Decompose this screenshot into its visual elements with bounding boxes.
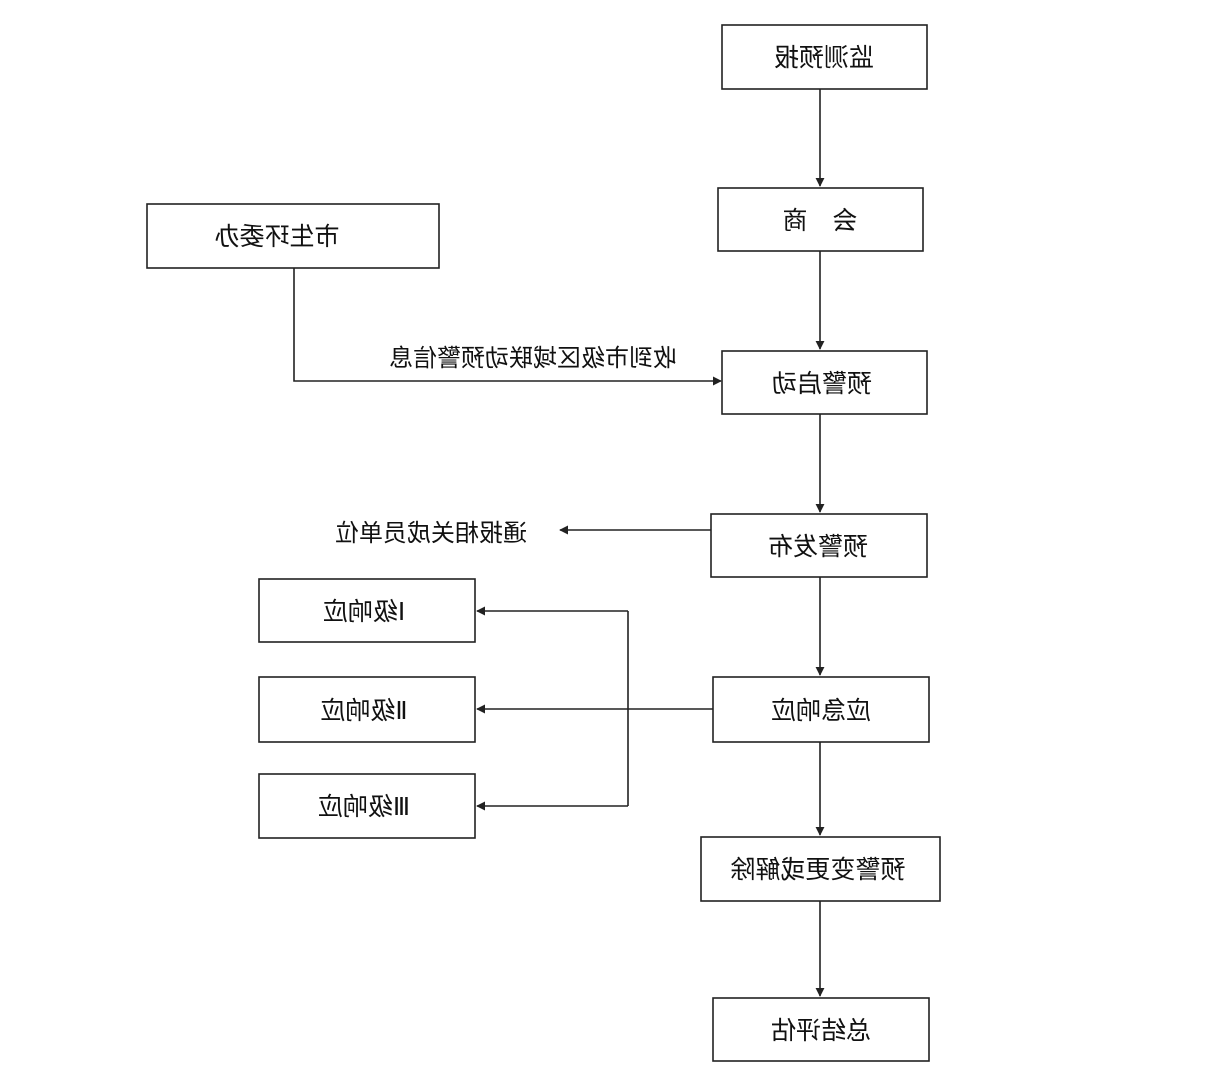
node-publish-label: 预警发布 bbox=[768, 532, 868, 561]
node-level3-label: Ⅲ级响应 bbox=[318, 792, 410, 821]
node-publish: 预警发布 bbox=[710, 513, 928, 578]
node-change: 预警变更或解除 bbox=[700, 836, 941, 902]
node-level3: Ⅲ级响应 bbox=[258, 773, 476, 839]
node-summary-label: 总结评估 bbox=[771, 1016, 871, 1045]
node-change-label: 预警变更或解除 bbox=[730, 855, 905, 884]
node-start: 预警启动 bbox=[721, 350, 928, 415]
node-monitor: 监测预报 bbox=[721, 24, 928, 90]
node-eco-office: 市生环委办 bbox=[146, 203, 440, 269]
node-level2: Ⅱ级响应 bbox=[258, 676, 476, 743]
node-monitor-label: 监测预报 bbox=[774, 43, 874, 72]
node-level1: Ⅰ级响应 bbox=[258, 578, 476, 643]
node-summary: 总结评估 bbox=[712, 997, 930, 1062]
label-regional-info: 收到市级区域联动预警信息 bbox=[389, 344, 677, 372]
node-start-label: 预警启动 bbox=[772, 369, 872, 398]
arrow-eco-office-to-start bbox=[293, 268, 722, 386]
node-consult: 会 商 bbox=[717, 187, 924, 252]
node-consult-label: 会 商 bbox=[782, 206, 857, 235]
node-emergency: 应急响应 bbox=[712, 676, 930, 743]
node-level1-label: Ⅰ级响应 bbox=[323, 597, 405, 626]
label-notify: 通报相关成员单位 bbox=[335, 519, 527, 547]
node-eco-office-label: 市生环委办 bbox=[214, 222, 339, 251]
node-emergency-label: 应急响应 bbox=[771, 696, 871, 725]
node-level2-label: Ⅱ级响应 bbox=[320, 696, 407, 725]
